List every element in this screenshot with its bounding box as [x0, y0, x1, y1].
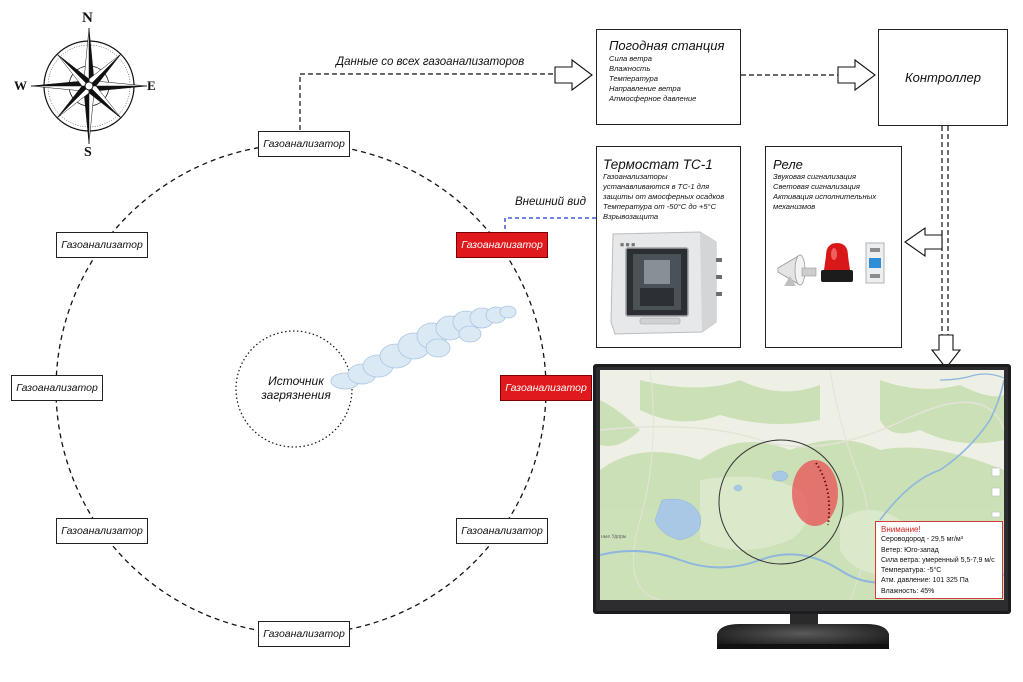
thermostat-line: Газоанализаторы: [603, 172, 668, 181]
relay-line: механизмов: [773, 202, 816, 211]
alert-line: Температура: -5°C: [881, 567, 942, 575]
pollution-source-circle: [235, 330, 353, 448]
alert-line: Влажность: 45%: [881, 587, 935, 595]
gas-analyzer-left-upper[interactable]: Газоанализатор: [56, 232, 148, 258]
relay-title: Реле: [773, 157, 803, 172]
gas-analyzer-right-alarm[interactable]: Газоанализатор: [500, 375, 592, 401]
gas-analyzer-upper-right-alarm[interactable]: Газоанализатор: [456, 232, 548, 258]
controller-box[interactable]: Контроллер: [878, 29, 1008, 126]
weather-item: Атмосферное давление: [609, 94, 697, 103]
siren-icon: [777, 254, 817, 286]
thermostat-box[interactable]: Термостат ТС-1 Газоанализаторы устанавли…: [596, 146, 741, 348]
alert-heading: Внимание!: [881, 525, 921, 534]
weather-station-title: Погодная станция: [609, 38, 725, 53]
arrow-to-weather-icon: [554, 58, 593, 92]
weather-item: Влажность: [609, 64, 651, 73]
alert-line: Сероводород - 29,5 мг/м³: [881, 536, 964, 544]
thermostat-line: защиты от амосферных осадков: [603, 192, 725, 201]
thermostat-line: устанавливаются в ТС-1 для: [603, 182, 710, 191]
compass-rose-icon: [30, 27, 148, 145]
arrow-to-relay-icon: [904, 226, 943, 258]
svg-text:◼ ◼ ◼: ◼ ◼ ◼: [620, 242, 635, 248]
relay-line: Активация исполнительных: [773, 192, 877, 201]
relay-line: Световая сигнализация: [773, 182, 860, 191]
compass-east-label: E: [147, 78, 156, 93]
alert-line: Сила ветра: умеренный 5,5-7,9 м/с: [881, 556, 995, 564]
warning-light-icon: [821, 243, 853, 282]
data-link-line: [299, 73, 555, 130]
compass-north-label: N: [82, 10, 93, 26]
map-monitoring-circle: [718, 439, 844, 565]
thermostat-line: Температура от -50°C до +5°C: [603, 202, 717, 211]
map-plume-zone: [792, 460, 838, 526]
gas-analyzer-lower-right[interactable]: Газоанализатор: [456, 518, 548, 544]
arrow-to-display-icon: [930, 334, 962, 369]
map-view: [600, 370, 1004, 600]
pollution-source-label: Источник загрязнения: [256, 374, 336, 402]
gas-analyzer-lower-left[interactable]: Газоанализатор: [56, 518, 148, 544]
weather-item: Температура: [609, 74, 658, 83]
compass-south-label: S: [84, 145, 92, 160]
alert-line: Атм. давление: 101 325 Па: [881, 577, 969, 585]
external-view-label: Внешний вид: [515, 196, 587, 208]
controller-title: Контроллер: [904, 70, 982, 85]
map-place-label: ные Удоры: [601, 534, 627, 540]
weather-item: Направление ветра: [609, 84, 681, 93]
alert-panel: Внимание! Сероводород - 29,5 мг/м³ Ветер…: [875, 521, 1003, 599]
gas-analyzer-left[interactable]: Газоанализатор: [11, 375, 103, 401]
external-view-link: [504, 217, 596, 246]
relay-line: Звуковая сигнализация: [773, 172, 857, 181]
source-line-2: загрязнения: [261, 388, 331, 402]
smoke-plume-icon: [330, 305, 517, 390]
thermostat-enclosure-image: ◼ ◼ ◼: [610, 231, 722, 335]
data-flow-label: Данные со всех газоанализаторов: [336, 56, 525, 68]
arrow-to-controller-icon: [837, 58, 876, 92]
weather-station-box[interactable]: Погодная станция Сила ветра Влажность Те…: [596, 29, 741, 125]
thermostat-title: Термостат ТС-1: [603, 157, 713, 172]
gas-analyzer-top[interactable]: Газоанализатор: [258, 131, 350, 157]
controller-down-link: [941, 126, 949, 335]
gas-analyzer-bottom[interactable]: Газоанализатор: [258, 621, 350, 647]
relay-box[interactable]: Реле Звуковая сигнализация Световая сигн…: [765, 146, 902, 348]
weather-item: Сила ветра: [609, 54, 652, 63]
relay-module-icon: [865, 242, 885, 284]
thermostat-line: Взрывозащита: [603, 212, 659, 221]
compass-west-label: W: [14, 78, 27, 93]
source-line-1: Источник: [268, 374, 324, 388]
alert-line: Ветер: Юго-запад: [881, 546, 939, 554]
